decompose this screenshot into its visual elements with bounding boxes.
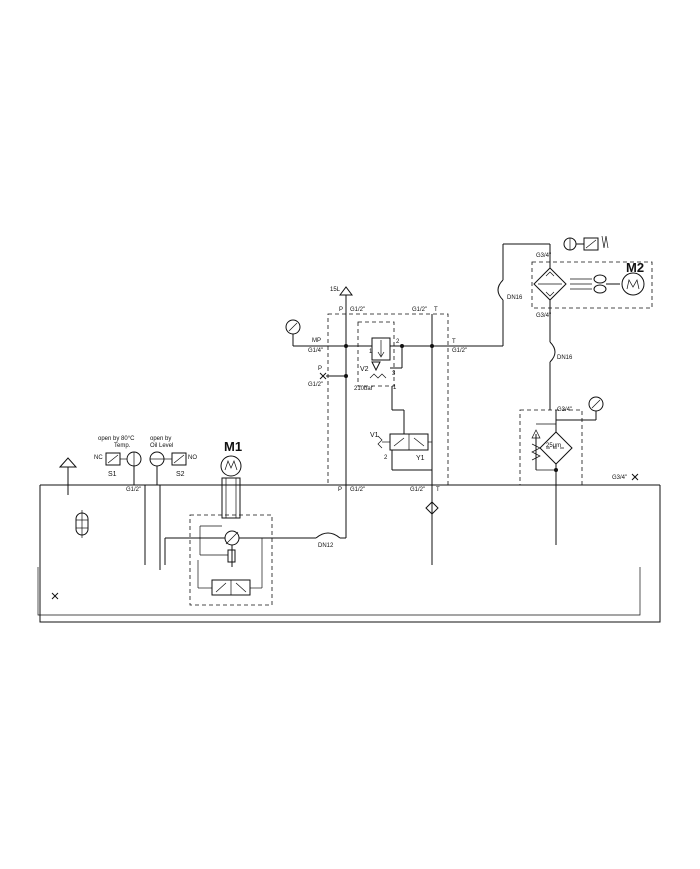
- return-filter-unit: DN16 G3/4" 25µm: [519, 330, 604, 545]
- port-1b-label: 1: [393, 385, 397, 391]
- s2-switch: [171, 452, 187, 466]
- sight-glass-icon: [75, 510, 89, 538]
- pressure-line-dn12: DN12: [262, 485, 347, 549]
- relief-valve-v2: V2 1 2 3 1 210bar: [354, 321, 400, 392]
- v2-label: V2: [360, 366, 369, 373]
- t-bottom-label: T: [436, 487, 440, 493]
- tank: G3/4": [37, 473, 661, 623]
- m2-motor-icon: [621, 272, 645, 296]
- s1-caption-1: open by 80°C: [98, 436, 135, 442]
- t-right-label: T: [452, 339, 456, 345]
- s1-label: S1: [108, 471, 117, 478]
- cooler-unit-m2: G3/4" G3/4" M2: [531, 235, 653, 330]
- p-top-label: P: [339, 307, 343, 313]
- g12-sensor-label: G1/2": [126, 487, 141, 493]
- no-label: NO: [188, 455, 197, 461]
- y1-label: Y1: [416, 455, 425, 462]
- fan-icon: [593, 274, 607, 284]
- p-left-label: P: [318, 366, 322, 372]
- g12-t-top-label: G1/2": [412, 307, 427, 313]
- m2-label: M2: [626, 260, 644, 275]
- dn16-a-label: DN16: [507, 295, 523, 301]
- s2-caption-2: Oil Level: [150, 443, 173, 449]
- g12-right-label: G1/2": [452, 348, 467, 354]
- s1-caption-2: Temp.: [114, 443, 131, 449]
- dn16-b-label: DN16: [557, 355, 573, 361]
- s2-caption-1: open by: [150, 436, 171, 442]
- solenoid-valve-v1: V1 Y1 2: [370, 432, 432, 462]
- g12-t-bottom-label: G1/2": [410, 487, 425, 493]
- port-2a-label: 2: [396, 339, 400, 345]
- g12-p-top-label: G1/2": [350, 307, 365, 313]
- port-3a-label: 3: [392, 371, 396, 377]
- s2-label: S2: [176, 471, 185, 478]
- g34-mid-label: G3/4": [536, 313, 551, 319]
- g34-filter-label: G3/4": [557, 407, 572, 413]
- filler-breather-icon: [58, 457, 78, 495]
- thermo-switch: [583, 237, 599, 251]
- g14-label: G1/4": [308, 348, 323, 354]
- return-line: DN16: [432, 243, 550, 347]
- valve-block: 15L P G1/2" G1/2" T MP G1/4" P G1/2" V2: [285, 286, 467, 565]
- port-2b-label: 2: [384, 455, 388, 461]
- bar-setting-label: 210bar: [354, 386, 373, 392]
- p-bottom-label: P: [338, 487, 342, 493]
- v1-label: V1: [370, 432, 379, 439]
- g12-left-label: G1/2": [308, 382, 323, 388]
- t-top-label: T: [434, 307, 438, 313]
- pump-unit-dashed-box: [164, 514, 273, 606]
- nc-label: NC: [94, 455, 103, 461]
- mp-label: MP: [312, 338, 321, 344]
- g34-tank-label: G3/4": [612, 475, 627, 481]
- micron-label: 25µm: [546, 443, 561, 449]
- g12-p-bottom-label: G1/2": [350, 487, 365, 493]
- port-1a-label: 1: [369, 349, 373, 355]
- motor-m1: M1: [220, 439, 242, 519]
- return-check-icon: [425, 501, 439, 515]
- dn12-label: DN12: [318, 543, 334, 549]
- m1-label: M1: [224, 439, 242, 454]
- accumulator-icon: [339, 286, 353, 296]
- volume-label: 15L: [330, 287, 341, 293]
- m1-motor-icon: [220, 455, 242, 477]
- sensor-group: open by 80°C Temp. open by Oil Level NC …: [94, 436, 197, 570]
- g34-top-label: G3/4": [536, 253, 551, 259]
